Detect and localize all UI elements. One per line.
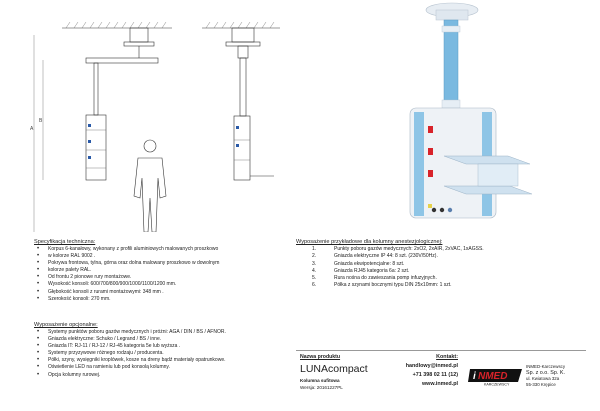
list-item: Systemy punktów poboru gazów medycznych … xyxy=(34,329,284,336)
contact-website[interactable]: www.inmed.pl xyxy=(421,381,458,387)
list-item: Od frontu 2 pionowe rury montażowe. xyxy=(34,274,284,281)
optional-list: Systemy punktów poboru gazów medycznych … xyxy=(34,329,284,379)
item-number: 2. xyxy=(312,253,317,260)
human-silhouette-icon xyxy=(133,139,167,232)
list-item: 3. Gniazda ekwipotencjalne: 8 szt. xyxy=(312,261,586,268)
contact-email[interactable]: handlowy@inmed.pl xyxy=(405,363,458,369)
list-item: Korpus 6-kanałowy, wykonany z profili al… xyxy=(34,246,284,253)
item-number: 6. xyxy=(312,282,317,289)
company-logo: i NMED KARCZEWSCY xyxy=(468,366,524,387)
item-number: 4. xyxy=(312,267,317,274)
spec-list: Korpus 6-kanałowy, wykonany z profili al… xyxy=(34,246,284,303)
svg-text:A: A xyxy=(30,126,34,132)
list-item: Oświetlenie LED na ramieniu lub pod kons… xyxy=(34,364,284,371)
optional-title: Wyposażenie opcjonalne: xyxy=(34,322,98,328)
company-line: ul. Kwiatowa 32a xyxy=(526,376,560,381)
svg-text:i: i xyxy=(473,371,476,382)
list-item: 5. Rura nośna do zawieszania pomp infuzyj… xyxy=(312,275,586,282)
side-view-drawing xyxy=(202,21,280,181)
example-list: 1. Punkty poboru gazów medycznych: 2xO2, … xyxy=(296,246,586,290)
svg-text:B: B xyxy=(39,118,43,124)
item-text: Półka z szynami bocznymi typu DIN 25x10m… xyxy=(334,282,452,289)
product-subtitle: Kolumna sufitowa xyxy=(300,378,340,383)
list-item: Gniazda IT: RJ-11 / RJ-12 / RJ-45 katego… xyxy=(34,343,284,350)
item-text: Punkty poboru gazów medycznych: 2xO2, 2x… xyxy=(334,246,484,252)
product-name: LUNAcompact xyxy=(300,363,368,375)
version: Wersja: 20161227PL xyxy=(300,385,343,390)
list-item: Systemy przyzywowe różnego rodzaju / pro… xyxy=(34,350,284,357)
svg-text:KARCZEWSCY: KARCZEWSCY xyxy=(484,383,510,387)
item-text: Gniazda RJ45 kategoria 6a: 2 szt. xyxy=(334,267,410,274)
product-label: Nazwa produktu xyxy=(300,354,341,360)
list-item: Półki, szyny, wysięgniki kroplówek, kosz… xyxy=(34,357,284,364)
svg-text:NMED: NMED xyxy=(478,371,507,382)
list-item: Opcja kolumny rurowej. xyxy=(34,372,284,379)
item-text: Gniazda ekwipotencjalne: 8 szt. xyxy=(334,260,405,267)
list-item: 2. Gniazda elektryczne IP 44: 8 szt. (230… xyxy=(312,253,586,260)
item-number: 3. xyxy=(312,260,317,267)
company-address: INMED-Karczewscy Sp. z o.o. Sp. K. ul. K… xyxy=(526,364,586,388)
list-item: Szerokość konsoli: 270 mm. xyxy=(34,296,284,303)
list-item: w kolorze RAL 9002 . xyxy=(34,253,284,260)
item-text: Gniazda elektryczne IP 44: 8 szt. (230V/… xyxy=(334,253,438,260)
column-device-image xyxy=(409,2,533,219)
contact-phone: +71 398 02 11 (12) xyxy=(412,372,458,378)
list-item: 4. Gniazda RJ45 kategoria 6a: 2 szt. xyxy=(312,268,586,275)
list-item: Pokrywa frontowa, tylna, górna oraz doln… xyxy=(34,260,284,267)
company-line: INMED-Karczewscy xyxy=(526,364,566,369)
list-item: 6. Półka z szynami bocznymi typu DIN 25x1… xyxy=(312,282,586,289)
list-item: kolorze palety RAL. xyxy=(34,267,284,274)
item-number: 1. xyxy=(312,246,317,252)
list-item: Gniazda elektryczne: Schuko / Legrand / … xyxy=(34,336,284,343)
company-line: Sp. z o.o. Sp. K. xyxy=(526,370,565,376)
contact-label: Kontakt: xyxy=(436,354,458,360)
list-item: Wysokość konsoli: 600/700/800/900/1000/1… xyxy=(34,281,284,288)
spec-title: Specyfikacja techniczna: xyxy=(34,239,96,245)
footer xyxy=(296,350,586,352)
list-item: 1. Punkty poboru gazów medycznych: 2xO2, … xyxy=(312,246,586,253)
list-item: Głębokość konsoli z rurami montażowymi: … xyxy=(34,289,284,296)
front-view-drawing: A B xyxy=(30,21,172,232)
company-line: 55-330 Krępice xyxy=(526,382,556,387)
example-title: Wyposażenie przykładowe dla kolumny anes… xyxy=(296,239,443,245)
item-text: Rura nośna do zawieszania pomp infuzyjny… xyxy=(334,275,437,282)
item-number: 5. xyxy=(312,275,317,282)
